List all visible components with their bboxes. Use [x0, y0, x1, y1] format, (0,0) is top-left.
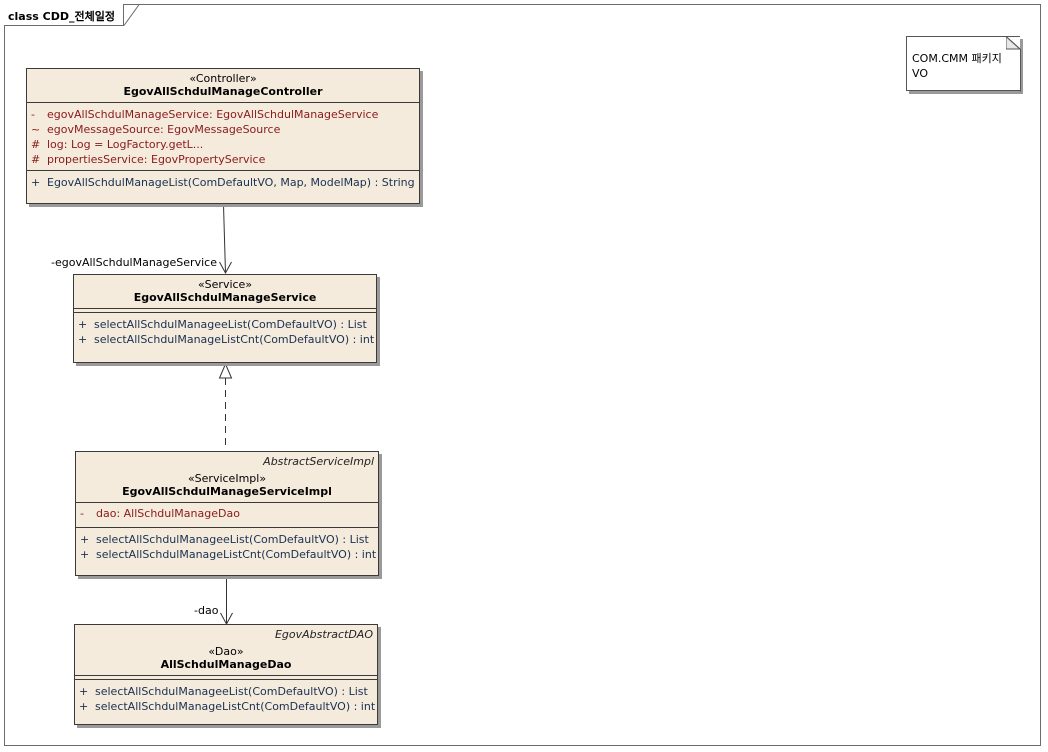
operation-row: +selectAllSchdulManageeList(ComDefaultVO… [80, 533, 369, 546]
association-line-service [223, 204, 226, 274]
association-arrowhead-service [219, 261, 232, 275]
note-line-1: COM.CMM 패키지 [912, 52, 1002, 65]
attributes-section [75, 675, 377, 679]
stereotype: «Dao» [208, 645, 244, 658]
stereotype: «ServiceImpl» [187, 472, 267, 485]
stereotype: «Controller» [189, 72, 257, 85]
operation-row: +selectAllSchdulManageListCnt(ComDefault… [78, 333, 375, 346]
class-header: EgovAbstractDAO «Dao» AllSchdulManageDao [75, 625, 377, 675]
diagram-frame [4, 4, 1041, 746]
operations-section: +selectAllSchdulManageeList(ComDefaultVO… [76, 527, 378, 565]
attribute-row: ~egovMessageSource: EgovMessageSource [31, 123, 281, 136]
note-line-2: VO [912, 67, 928, 80]
operations-section: +selectAllSchdulManageeList(ComDefaultVO… [74, 312, 376, 350]
class-name: EgovAllSchdulManageService [133, 291, 317, 304]
note-folded-corner [1006, 36, 1021, 92]
class-header: «Controller» EgovAllSchdulManageControll… [27, 69, 419, 102]
realization-triangle [218, 362, 233, 379]
class-controller[interactable]: «Controller» EgovAllSchdulManageControll… [26, 68, 420, 204]
class-name: EgovAllSchdulManageServiceImpl [122, 485, 332, 498]
role-label-dao: -dao [194, 604, 219, 617]
frame-title-notch [120, 4, 140, 26]
parent-class-name: EgovAbstractDAO [274, 628, 373, 641]
attribute-row: #propertiesService: EgovPropertyService [31, 153, 266, 166]
stereotype: «Service» [197, 278, 253, 291]
operation-row: +selectAllSchdulManageListCnt(ComDefault… [80, 548, 377, 561]
class-dao[interactable]: EgovAbstractDAO «Dao» AllSchdulManageDao… [74, 624, 378, 725]
class-header: AbstractServiceImpl «ServiceImpl» EgovAl… [76, 452, 378, 502]
parent-class-name: AbstractServiceImpl [263, 455, 374, 468]
class-header: «Service» EgovAllSchdulManageService [74, 275, 376, 308]
class-name: AllSchdulManageDao [160, 658, 292, 671]
diagram-title: class CDD_전체일정 [4, 4, 124, 26]
attribute-row: -egovAllSchdulManageService: EgovAllSchd… [31, 108, 379, 121]
role-label-service: -egovAllSchdulManageService [51, 256, 217, 269]
class-service[interactable]: «Service» EgovAllSchdulManageService +se… [73, 274, 377, 363]
operation-row: +selectAllSchdulManageListCnt(ComDefault… [79, 700, 376, 713]
class-service-impl[interactable]: AbstractServiceImpl «ServiceImpl» EgovAl… [75, 451, 379, 576]
attribute-row: #log: Log = LogFactory.getL... [31, 138, 204, 151]
note: COM.CMM 패키지 VO [906, 36, 1020, 91]
attribute-row: -dao: AllSchdulManageDao [80, 507, 240, 520]
attributes-section: -egovAllSchdulManageService: EgovAllSchd… [27, 102, 419, 170]
operation-row: +selectAllSchdulManageeList(ComDefaultVO… [79, 685, 368, 698]
class-name: EgovAllSchdulManageController [123, 85, 323, 98]
attributes-section [74, 308, 376, 312]
operations-section: +EgovAllSchdulManageList(ComDefaultVO, M… [27, 170, 419, 193]
operation-row: +selectAllSchdulManageeList(ComDefaultVO… [78, 318, 367, 331]
operation-row: +EgovAllSchdulManageList(ComDefaultVO, M… [31, 176, 415, 189]
attributes-section: -dao: AllSchdulManageDao [76, 502, 378, 527]
operations-section: +selectAllSchdulManageeList(ComDefaultVO… [75, 679, 377, 717]
